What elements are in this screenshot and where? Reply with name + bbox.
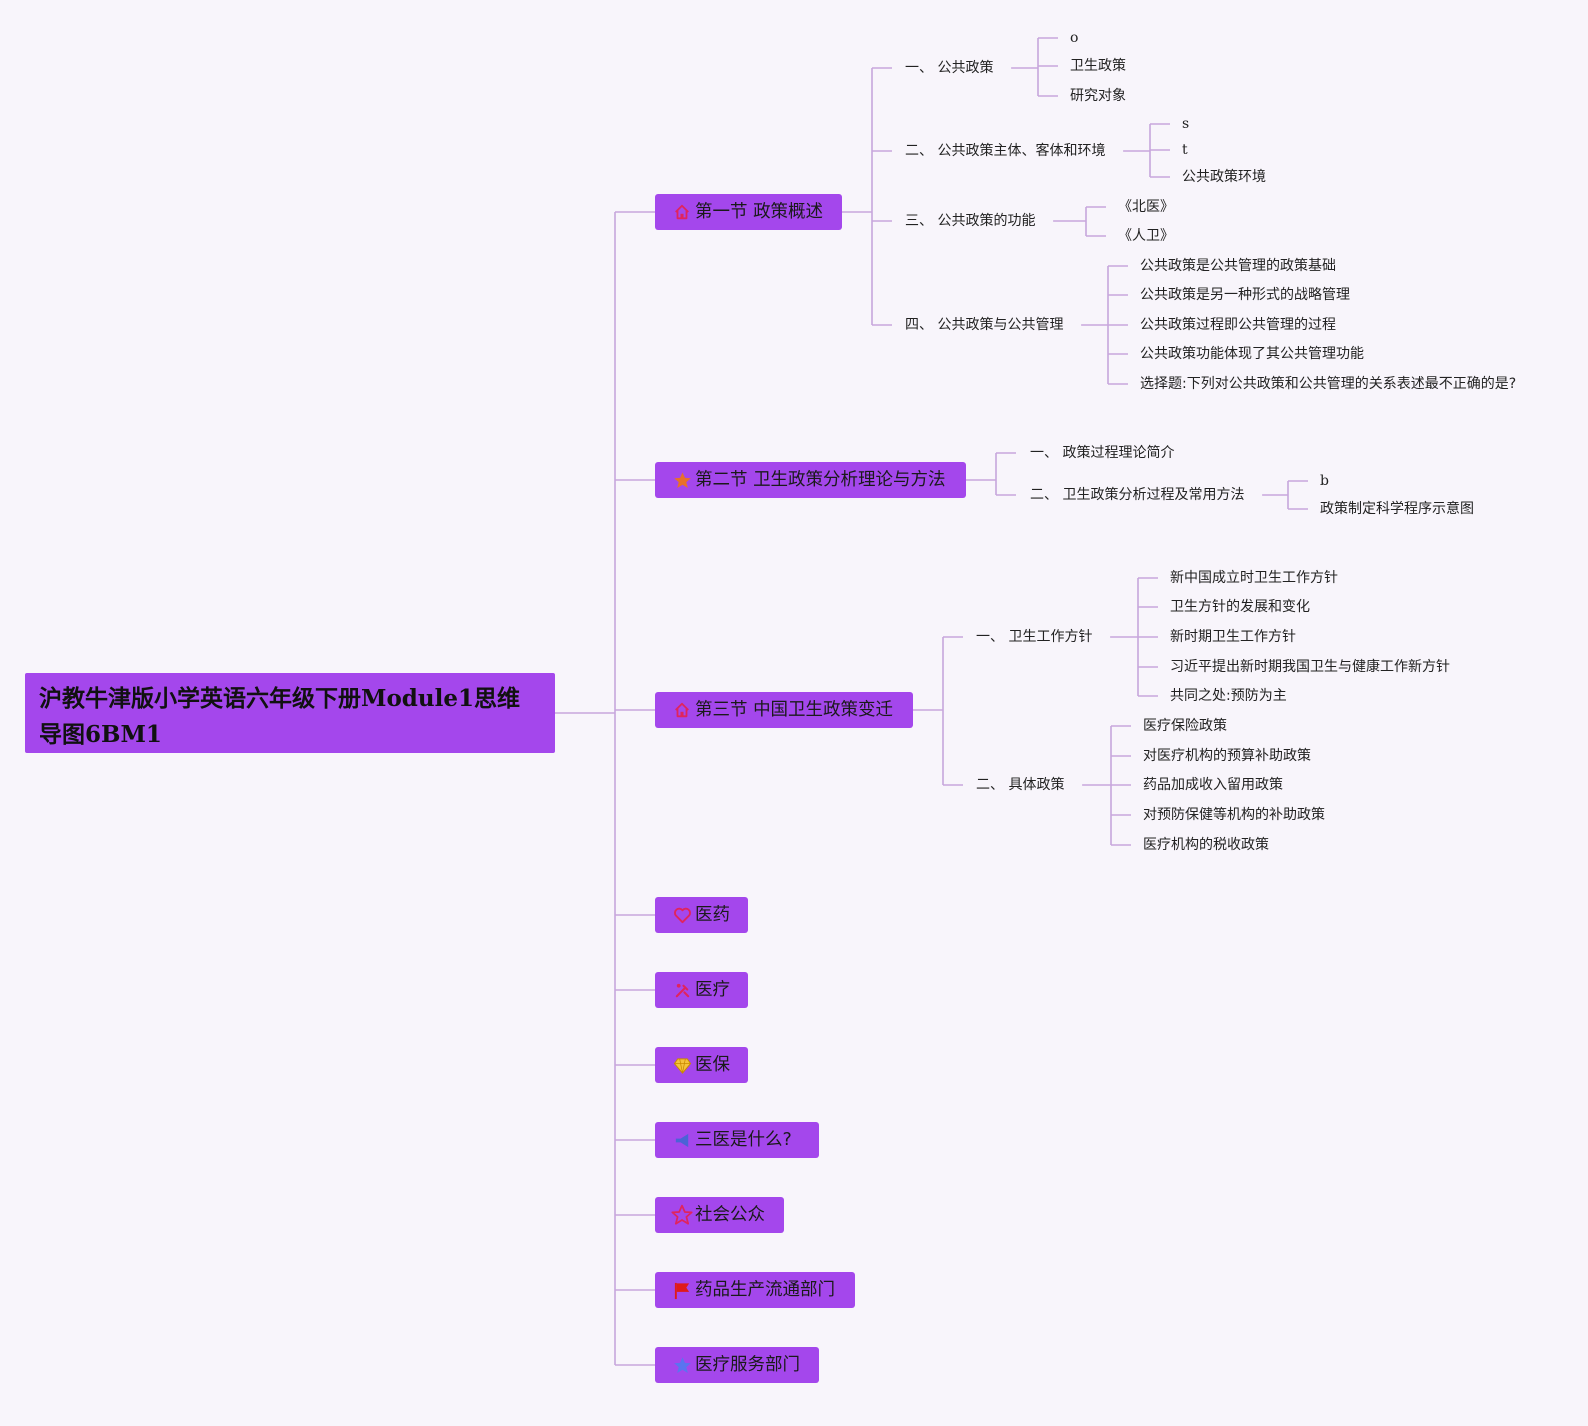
- subtopic-label[interactable]: 二、 具体政策: [976, 777, 1065, 793]
- leaf-label[interactable]: 《北医》: [1118, 199, 1174, 215]
- section-node[interactable]: 医保: [655, 1047, 748, 1083]
- leaf-label[interactable]: 卫生政策: [1070, 58, 1126, 74]
- section-label: 第三节 中国卫生政策变迁: [695, 700, 894, 720]
- leaf-label[interactable]: 药品加成收入留用政策: [1143, 777, 1283, 793]
- home-icon: [671, 699, 693, 721]
- leaf-label[interactable]: 研究对象: [1070, 88, 1126, 104]
- home-icon: [671, 201, 693, 223]
- section-node[interactable]: 医疗: [655, 972, 748, 1008]
- section-node[interactable]: 三医是什么?: [655, 1122, 819, 1158]
- leaf-label[interactable]: s: [1182, 116, 1190, 132]
- section-node[interactable]: 药品生产流通部门: [655, 1272, 855, 1308]
- section-node[interactable]: 医疗服务部门: [655, 1347, 819, 1383]
- subtopic-label[interactable]: 一、 公共政策: [905, 60, 994, 76]
- root-topic[interactable]: 沪教牛津版小学英语六年级下册Module1思维导图6BM1: [25, 673, 555, 753]
- subtopic-label[interactable]: 一、 卫生工作方针: [976, 629, 1093, 645]
- section-label: 三医是什么?: [695, 1130, 792, 1150]
- leaf-label[interactable]: 对预防保健等机构的补助政策: [1143, 807, 1325, 823]
- leaf-label[interactable]: 公共政策是公共管理的政策基础: [1140, 258, 1336, 274]
- subtopic-label[interactable]: 三、 公共政策的功能: [905, 213, 1036, 229]
- star-filled-icon: [671, 469, 693, 491]
- section-label: 医疗服务部门: [695, 1355, 800, 1375]
- leaf-label[interactable]: 卫生方针的发展和变化: [1170, 599, 1310, 615]
- leaf-label[interactable]: 医疗保险政策: [1143, 718, 1227, 734]
- star-outline-icon: [671, 1204, 693, 1226]
- heart-icon: [671, 904, 693, 926]
- leaf-label[interactable]: 新中国成立时卫生工作方针: [1170, 570, 1338, 586]
- section-node[interactable]: 第二节 卫生政策分析理论与方法: [655, 462, 966, 498]
- section-label: 第二节 卫生政策分析理论与方法: [695, 470, 946, 490]
- section-label: 医药: [695, 905, 730, 925]
- section-node[interactable]: 第三节 中国卫生政策变迁: [655, 692, 913, 728]
- megaphone-icon: [671, 1129, 693, 1151]
- leaf-label[interactable]: 新时期卫生工作方针: [1170, 629, 1296, 645]
- leaf-label[interactable]: 公共政策过程即公共管理的过程: [1140, 317, 1336, 333]
- badge-icon: [671, 1354, 693, 1376]
- leaf-label[interactable]: 医疗机构的税收政策: [1143, 837, 1269, 853]
- section-label: 社会公众: [695, 1205, 765, 1225]
- section-label: 医疗: [695, 980, 730, 1000]
- leaf-label[interactable]: o: [1070, 30, 1079, 46]
- leaf-label[interactable]: 共同之处:预防为主: [1170, 688, 1287, 704]
- leaf-label[interactable]: 选择题:下列对公共政策和公共管理的关系表述最不正确的是?: [1140, 376, 1517, 392]
- section-node[interactable]: 第一节 政策概述: [655, 194, 842, 230]
- leaf-label[interactable]: 政策制定科学程序示意图: [1320, 501, 1474, 517]
- leaf-label[interactable]: 公共政策功能体现了其公共管理功能: [1140, 346, 1364, 362]
- leaf-label[interactable]: 对医疗机构的预算补助政策: [1143, 748, 1311, 764]
- section-label: 医保: [695, 1055, 730, 1075]
- leaf-label[interactable]: 公共政策环境: [1182, 169, 1266, 185]
- subtopic-label[interactable]: 四、 公共政策与公共管理: [905, 317, 1064, 333]
- leaf-label[interactable]: b: [1320, 473, 1329, 489]
- subtopic-label[interactable]: 一、 政策过程理论简介: [1030, 445, 1175, 461]
- subtopic-label[interactable]: 二、 卫生政策分析过程及常用方法: [1030, 487, 1245, 503]
- section-node[interactable]: 医药: [655, 897, 748, 933]
- subtopic-label[interactable]: 二、 公共政策主体、客体和环境: [905, 143, 1106, 159]
- leaf-label[interactable]: 公共政策是另一种形式的战略管理: [1140, 287, 1350, 303]
- leaf-label[interactable]: 《人卫》: [1118, 228, 1174, 244]
- leaf-label[interactable]: t: [1182, 142, 1188, 158]
- section-node[interactable]: 社会公众: [655, 1197, 784, 1233]
- flag-icon: [671, 1279, 693, 1301]
- section-label: 第一节 政策概述: [695, 202, 824, 222]
- leaf-label[interactable]: 习近平提出新时期我国卫生与健康工作新方针: [1170, 659, 1450, 675]
- tools-icon: [671, 979, 693, 1001]
- diamond-icon: [671, 1054, 693, 1076]
- section-label: 药品生产流通部门: [695, 1280, 835, 1300]
- root-title: 沪教牛津版小学英语六年级下册Module1思维导图6BM1: [39, 685, 520, 748]
